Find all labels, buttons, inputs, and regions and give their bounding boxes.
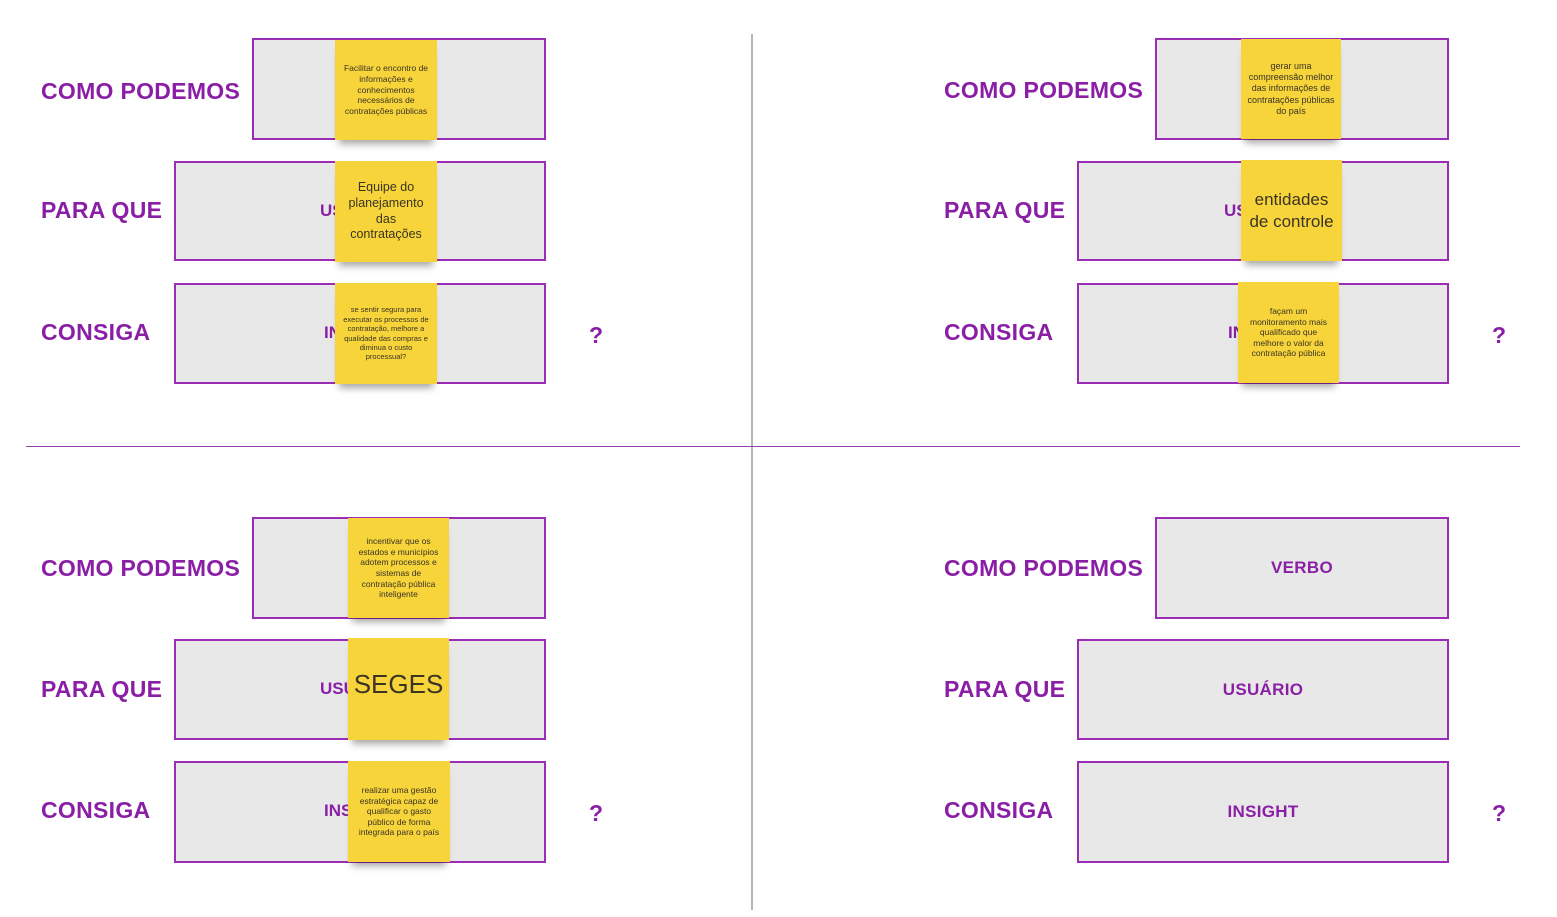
insight-placeholder: INSIGHT <box>1227 802 1299 821</box>
insight-box[interactable]: INSIGHT <box>1077 761 1449 863</box>
sticky-note[interactable]: entidades de controle <box>1241 160 1342 261</box>
label-para-que: PARA QUE <box>41 676 163 702</box>
sticky-note[interactable]: se sentir segura para executar os proces… <box>335 283 437 384</box>
partial-placeholder: IN <box>324 323 336 342</box>
label-para-que: PARA QUE <box>944 676 1066 702</box>
sticky-note[interactable]: incentivar que os estados e municípios a… <box>348 518 449 618</box>
usuario-box[interactable]: USUÁRIO <box>1077 639 1449 740</box>
quadrant-bottom-right: COMO PODEMOS VERBO PARA QUE USUÁRIO CONS… <box>930 517 1557 917</box>
sticky-note[interactable]: gerar uma compreensão melhor das informa… <box>1241 39 1341 139</box>
label-consiga: CONSIGA <box>41 797 151 823</box>
label-consiga: CONSIGA <box>944 319 1054 345</box>
label-consiga: CONSIGA <box>41 319 151 345</box>
sticky-note[interactable]: realizar uma gestão estratégica capaz de… <box>348 761 450 862</box>
sticky-note[interactable]: façam um monitoramento mais qualificado … <box>1238 282 1339 383</box>
label-como-podemos: COMO PODEMOS <box>944 77 1144 103</box>
partial-placeholder: USU <box>320 679 349 698</box>
sticky-note[interactable]: SEGES <box>348 638 449 740</box>
verbo-placeholder: VERBO <box>1271 558 1333 577</box>
label-para-que: PARA QUE <box>944 197 1066 223</box>
partial-placeholder: US <box>320 201 336 220</box>
question-mark: ? <box>589 800 604 826</box>
sticky-note[interactable]: Facilitar o encontro de informações e co… <box>335 40 437 140</box>
label-como-podemos: COMO PODEMOS <box>944 555 1144 581</box>
verbo-box[interactable]: VERBO <box>1155 517 1449 619</box>
partial-placeholder: IN <box>1228 323 1238 342</box>
partial-placeholder: US <box>1224 201 1241 220</box>
sticky-note[interactable]: Equipe do planejamento das contratações <box>335 161 437 262</box>
quadrant-top-right: COMO PODEMOS gerar uma compreensão melho… <box>930 38 1557 438</box>
quadrant-bottom-left: COMO PODEMOS incentivar que os estados e… <box>27 517 787 917</box>
label-para-que: PARA QUE <box>41 197 163 223</box>
question-mark: ? <box>589 322 604 348</box>
question-mark: ? <box>1492 322 1507 348</box>
partial-placeholder: INS <box>324 801 349 820</box>
usuario-placeholder: USUÁRIO <box>1222 679 1304 699</box>
question-mark: ? <box>1492 800 1507 826</box>
label-como-podemos: COMO PODEMOS <box>41 555 241 581</box>
label-consiga: CONSIGA <box>944 797 1054 823</box>
label-como-podemos: COMO PODEMOS <box>41 78 241 104</box>
quadrant-top-left: COMO PODEMOS Facilitar o encontro de inf… <box>27 38 787 438</box>
vertical-divider <box>751 34 753 910</box>
horizontal-divider <box>26 446 1520 447</box>
